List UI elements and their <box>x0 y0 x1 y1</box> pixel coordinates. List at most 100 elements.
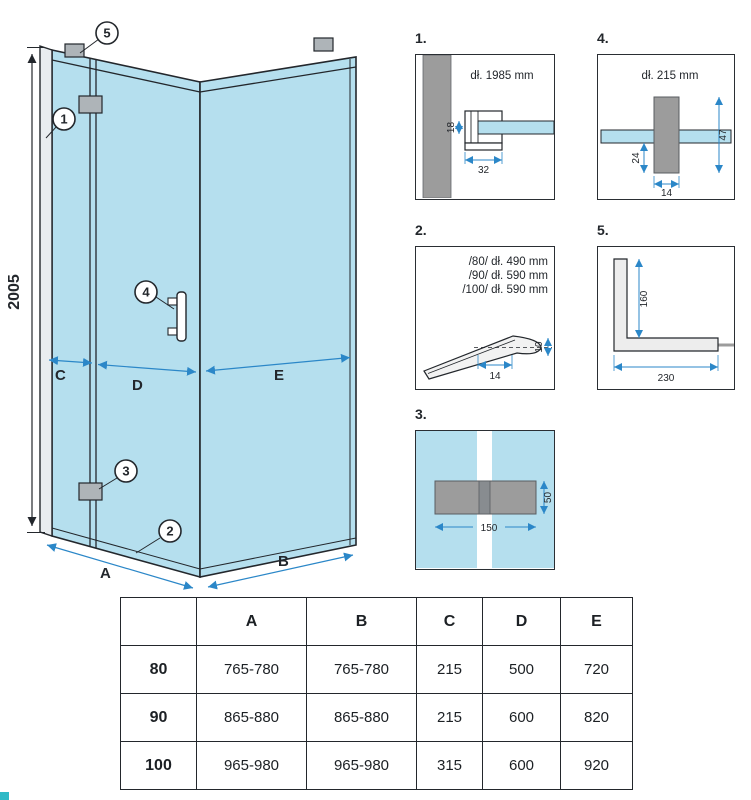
cell-100-e: 920 <box>560 741 633 790</box>
detail-4-drawing: dł. 215 mm 24 14 47 <box>600 70 732 198</box>
detail-2-label: 2. <box>415 222 427 238</box>
detail-4-length: dł. 215 mm <box>642 70 699 82</box>
table-corner-cell <box>120 597 197 646</box>
cell-80-c: 215 <box>416 645 483 694</box>
cell-90-c: 215 <box>416 693 483 742</box>
cell-100-b: 965-980 <box>306 741 417 790</box>
seal-inner-line <box>427 339 516 374</box>
top-bracket-left <box>64 43 85 58</box>
callout-5 <box>95 21 119 45</box>
detail-3-label: 3. <box>415 406 427 422</box>
cell-90-e: 820 <box>560 693 633 742</box>
dim-d-line <box>97 360 197 376</box>
detail-2-length-100: /100/ dł. 590 mm <box>462 284 548 296</box>
detail-1-drawing: dł. 1985 mm 18 32 <box>422 55 554 198</box>
callout-1-leader <box>45 125 58 139</box>
dim-a-label: A <box>100 565 111 582</box>
row-header-80: 80 <box>120 645 197 694</box>
cell-90-d: 600 <box>482 693 561 742</box>
dim-a-line <box>46 543 194 590</box>
callout-4-leader <box>155 296 175 310</box>
callout-2-leader <box>135 537 161 554</box>
callout-5-number: 5 <box>103 26 110 41</box>
handle-standoff-top <box>167 297 178 306</box>
callout-2 <box>158 519 182 543</box>
detail-2-box: /80/ dł. 490 mm /90/ dł. 590 mm /100/ dł… <box>415 246 555 390</box>
dim-50-label: 50 <box>543 492 554 504</box>
right-glass-panel <box>199 56 357 578</box>
dim-150-label: 150 <box>481 523 498 534</box>
col-header-b: B <box>306 597 417 646</box>
door-handle <box>176 291 187 342</box>
detail-4-label: 4. <box>597 30 609 46</box>
dim-c-line <box>48 356 93 367</box>
cell-80-a: 765-780 <box>196 645 307 694</box>
corner-mark <box>0 792 9 800</box>
main-drawing: 2005 C D E A B 5 1 4 3 2 <box>6 21 357 590</box>
callout-5-leader <box>79 38 100 54</box>
table-header-row: A B C D E <box>120 597 633 646</box>
cell-100-a: 965-980 <box>196 741 307 790</box>
dim-14-label: 14 <box>489 371 501 382</box>
glass-section <box>477 120 554 135</box>
detail-5-drawing: 160 230 <box>613 258 734 384</box>
detail-2-length-90: /90/ dł. 590 mm <box>469 270 548 282</box>
top-hinge <box>78 95 103 114</box>
cell-90-a: 865-880 <box>196 693 307 742</box>
dim-10-label: 10 <box>534 341 545 353</box>
detail-4-box: dł. 215 mm 24 14 47 <box>597 54 735 200</box>
handle-standoff-bottom <box>167 327 178 336</box>
height-dim-label: 2005 <box>6 274 23 310</box>
dim-b-line <box>207 552 354 590</box>
callout-4 <box>134 280 158 304</box>
detail-5-label: 5. <box>597 222 609 238</box>
dim-230-label: 230 <box>658 373 675 384</box>
callout-2-number: 2 <box>166 524 173 539</box>
top-frame-left <box>51 59 201 93</box>
dim-b-label: B <box>278 553 289 570</box>
row-header-90: 90 <box>120 693 197 742</box>
profile-foot <box>464 142 503 151</box>
dim-24-label: 24 <box>631 152 642 164</box>
dim-e-line <box>205 353 351 375</box>
table-row-80: 80 765-780 765-780 215 500 720 <box>120 645 633 694</box>
table-row-100: 100 965-980 965-980 315 600 920 <box>120 741 633 790</box>
cell-100-c: 315 <box>416 741 483 790</box>
dimensions-table: A B C D E 80 765-780 765-780 215 500 720… <box>120 597 633 790</box>
cell-80-e: 720 <box>560 645 633 694</box>
bottom-hinge <box>78 482 103 501</box>
dim-32-label: 32 <box>478 165 490 176</box>
connector-pivot <box>478 480 491 515</box>
detail-3-drawing: 150 50 <box>416 431 554 568</box>
callout-1-number: 1 <box>60 112 67 127</box>
detail-1-length: dł. 1985 mm <box>470 70 533 82</box>
sweep-seal <box>423 335 542 380</box>
col-header-c: C <box>416 597 483 646</box>
col-header-e: E <box>560 597 633 646</box>
dim-14-label: 14 <box>661 188 673 198</box>
callout-3-leader <box>98 477 118 490</box>
wall-profile-left <box>39 45 53 537</box>
top-frame-right <box>199 66 357 93</box>
wall-section <box>422 55 452 198</box>
callout-4-number: 4 <box>142 285 150 300</box>
detail-5-box: 160 230 <box>597 246 735 390</box>
row-header-100: 100 <box>120 741 197 790</box>
cell-100-d: 600 <box>482 741 561 790</box>
cell-90-b: 865-880 <box>306 693 417 742</box>
l-profile <box>613 258 719 352</box>
dim-d-label: D <box>132 377 143 394</box>
callout-1 <box>52 107 76 131</box>
dim-160-label: 160 <box>639 290 650 307</box>
detail-1-box: dł. 1985 mm 18 32 <box>415 54 555 200</box>
detail-2-drawing: /80/ dł. 490 mm /90/ dł. 590 mm /100/ dł… <box>423 256 552 382</box>
col-header-a: A <box>196 597 307 646</box>
seal-profile <box>653 96 680 174</box>
dim-47-label: 47 <box>718 129 729 141</box>
top-bracket-right <box>313 37 334 52</box>
table-row-90: 90 865-880 865-880 215 600 820 <box>120 693 633 742</box>
col-header-d: D <box>482 597 561 646</box>
detail-3-box: 150 50 <box>415 430 555 570</box>
dim-18-label: 18 <box>446 122 457 134</box>
